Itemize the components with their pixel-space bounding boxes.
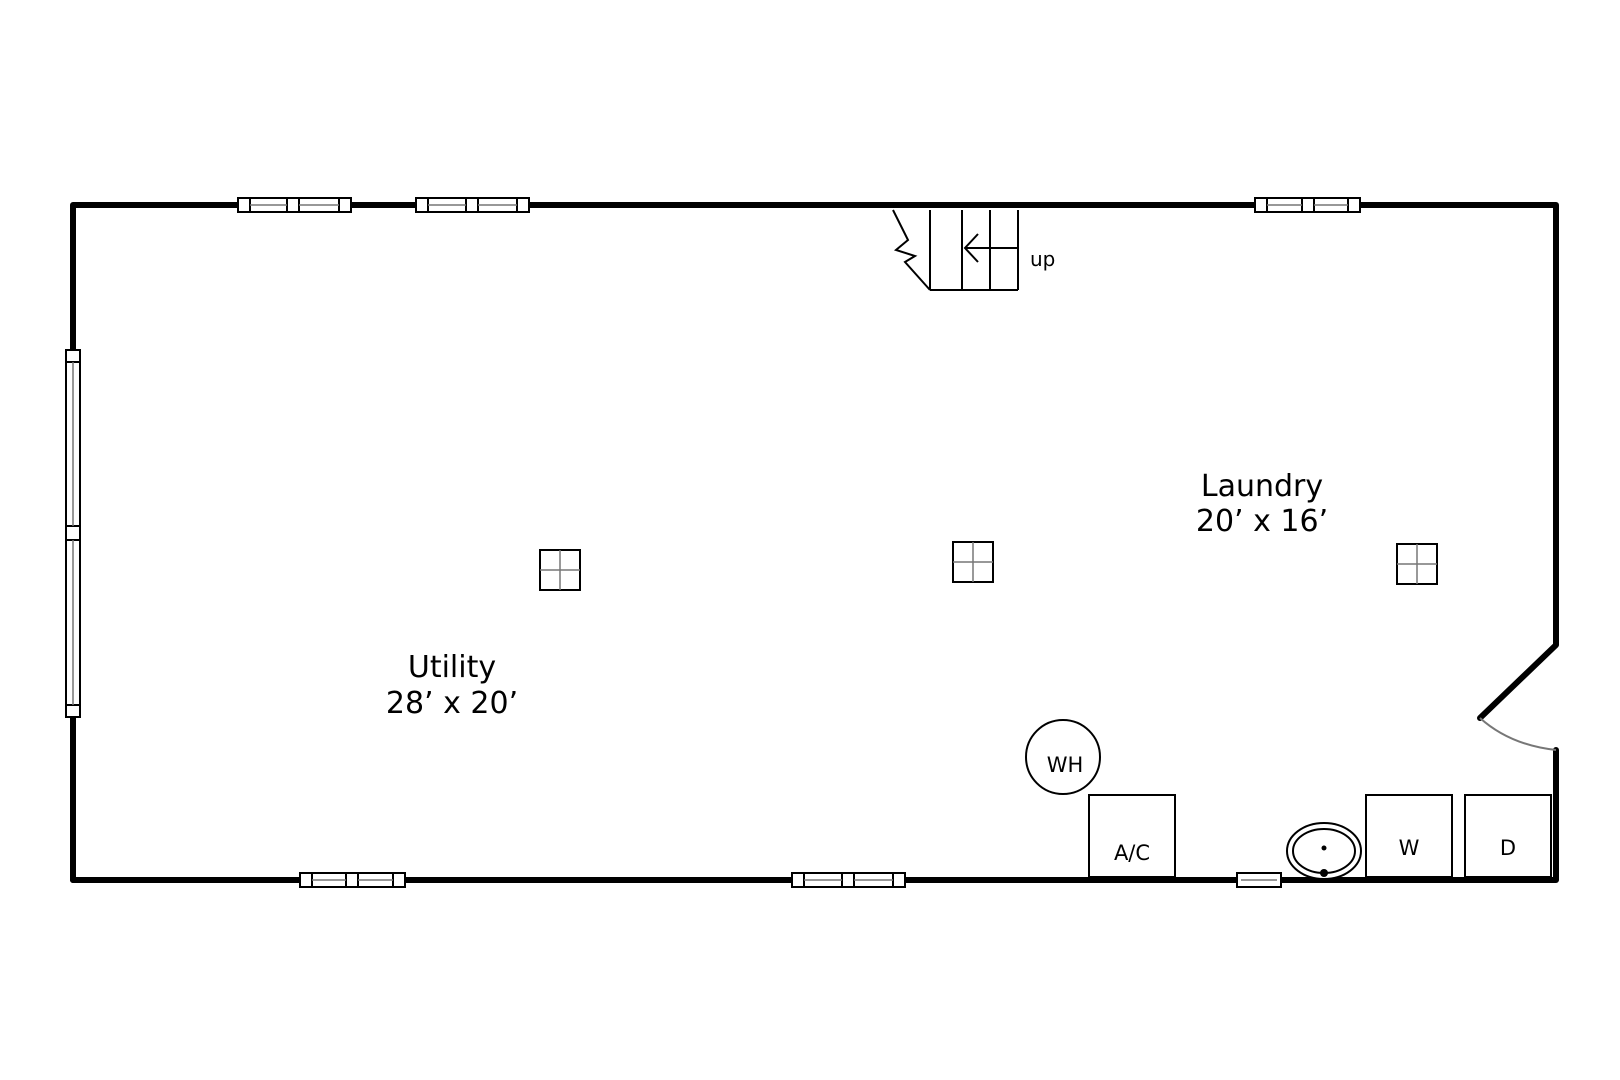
water-heater-label: WH — [1047, 753, 1084, 777]
exterior-walls — [70, 202, 1559, 883]
washer-label: W — [1399, 836, 1420, 860]
room-name-laundry: Laundry — [1201, 469, 1323, 504]
room-size-utility: 28’ x 20’ — [386, 686, 518, 721]
stairs-direction-label: up — [1030, 247, 1055, 271]
window-bottom-2 — [791, 872, 906, 888]
entry-door-swing — [1479, 717, 1557, 751]
ac-unit-box — [1088, 794, 1176, 878]
room-size-laundry: 20’ x 16’ — [1196, 504, 1328, 539]
window-bottom-1 — [299, 872, 406, 888]
stairs-arrow-icon — [963, 233, 1018, 263]
window-top-1 — [237, 197, 352, 213]
laundry-sink — [1286, 822, 1362, 880]
water-heater-circle — [1025, 719, 1101, 795]
floor-vent-3 — [1396, 543, 1438, 585]
window-top-3 — [1254, 197, 1361, 213]
dryer-label: D — [1500, 836, 1516, 860]
floor-vent-1 — [539, 549, 581, 591]
dryer-box — [1464, 794, 1552, 878]
floor-vent-2 — [952, 541, 994, 583]
window-bottom-3 — [1236, 872, 1282, 888]
window-top-2 — [415, 197, 530, 213]
staircase — [892, 209, 1019, 291]
washer-box — [1365, 794, 1453, 878]
ac-unit-label: A/C — [1114, 841, 1150, 865]
window-left — [65, 349, 81, 718]
room-name-utility: Utility — [408, 650, 496, 685]
